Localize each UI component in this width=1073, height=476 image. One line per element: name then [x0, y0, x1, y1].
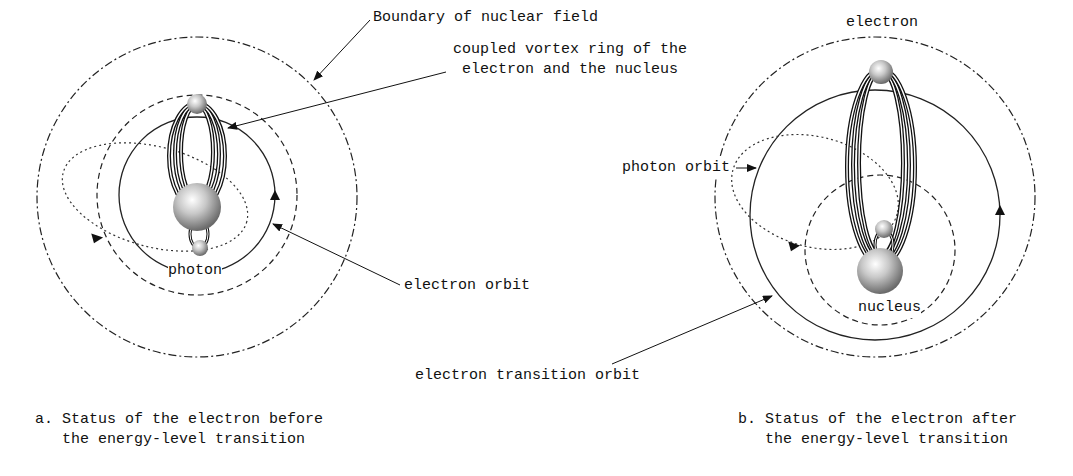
- electron-ball: [869, 60, 893, 84]
- leader-line: [612, 296, 772, 364]
- nuclear-field-boundary: [715, 37, 1035, 357]
- photon-label: photon: [168, 261, 222, 281]
- nucleus-ball: [173, 183, 221, 231]
- electron-orbit: [119, 117, 275, 273]
- dashed-orbit: [805, 175, 955, 325]
- vortex-ring-label: coupled vortex ring of the electron and …: [450, 40, 690, 80]
- orbit-label: photon orbit: [622, 158, 730, 178]
- nucleus-ball: [857, 248, 903, 294]
- orbit-arrow: [788, 240, 801, 252]
- photon-orbit: [719, 117, 912, 267]
- orbit-label: electron transition orbit: [415, 366, 640, 386]
- vortex-ring: [847, 69, 915, 265]
- dashed-orbit: [97, 95, 297, 295]
- orbit-arrow: [270, 190, 280, 200]
- vortex-ring: [169, 103, 225, 248]
- electron-label: electron: [846, 13, 918, 33]
- orbit-arrow: [91, 232, 104, 244]
- nucleus-label: nucleus: [858, 298, 921, 318]
- leader-line: [228, 72, 446, 128]
- figure-caption: a. Status of the electron before the ene…: [35, 410, 337, 450]
- orbit-label: electron orbit: [404, 276, 530, 296]
- leader-line: [314, 20, 370, 80]
- nuclear-field-boundary: [37, 37, 357, 357]
- figure-caption: b. Status of the electron after the ener…: [738, 410, 1040, 450]
- photon-ball: [192, 240, 208, 256]
- leader-line: [736, 168, 756, 169]
- photon-orbit: [50, 124, 259, 270]
- leader-line: [273, 224, 400, 285]
- orbit-arrow: [995, 205, 1005, 215]
- photon-ball: [875, 220, 893, 238]
- electron-ball: [187, 94, 207, 114]
- transition-orbit: [750, 90, 1000, 340]
- field-boundary-label: Boundary of nuclear field: [373, 8, 598, 28]
